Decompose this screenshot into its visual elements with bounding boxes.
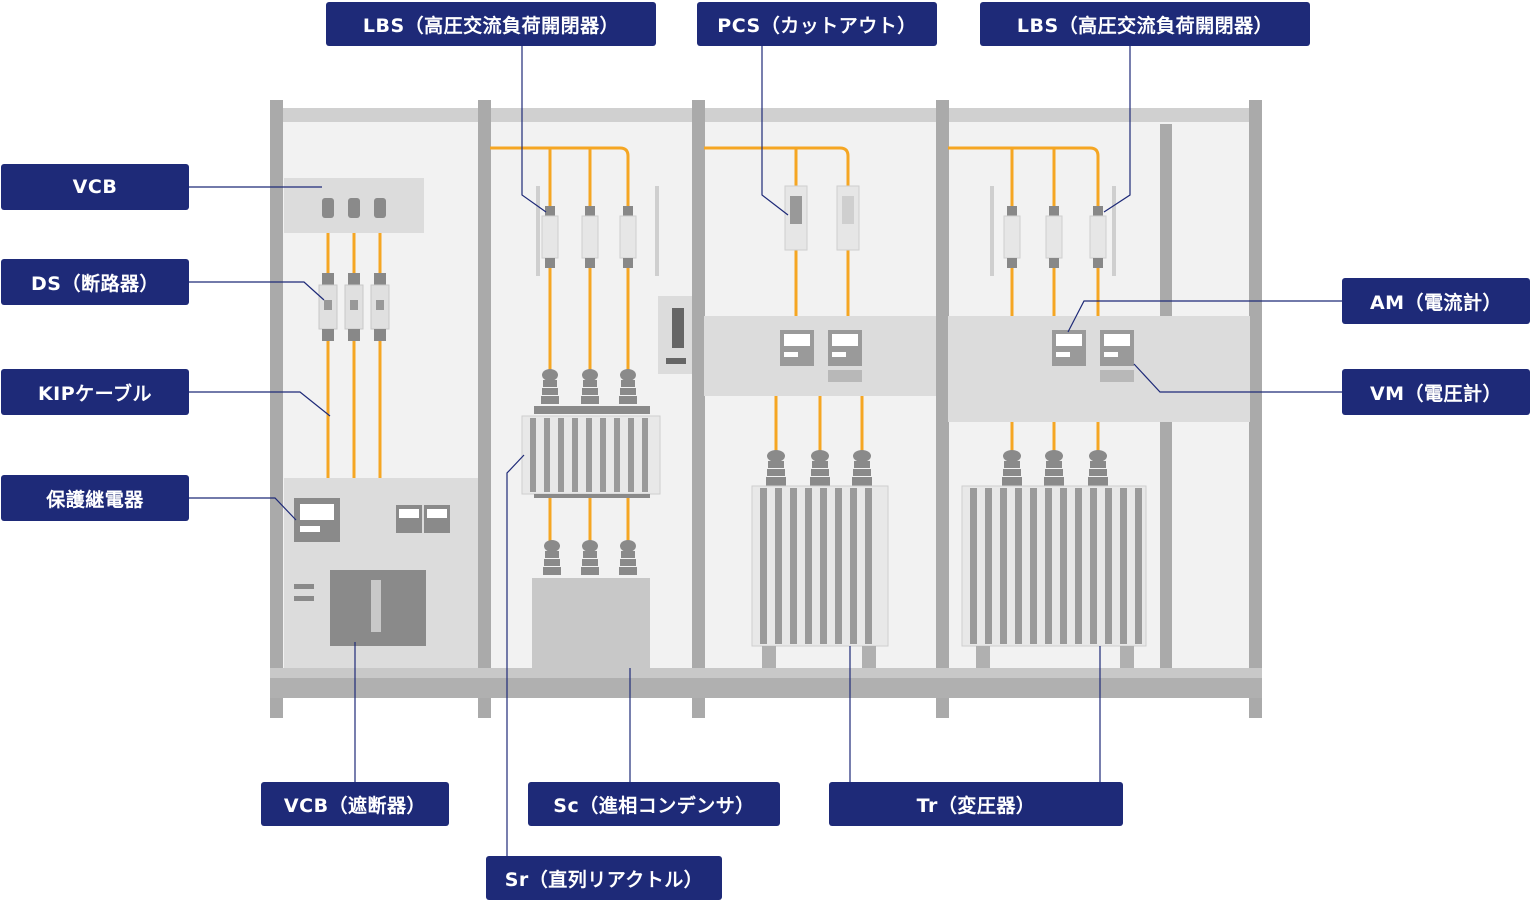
series-reactor <box>521 369 661 498</box>
label-pcs: PCS（カットアウト） <box>697 2 937 46</box>
pcs-cutouts <box>784 185 860 251</box>
meter-panel-4 <box>948 316 1250 422</box>
label-am: AM（電流計） <box>1342 278 1530 324</box>
lbs-right-switches <box>990 186 1116 276</box>
label-kip-cable: KIPケーブル <box>1 369 189 415</box>
meter-panel-3 <box>704 316 936 396</box>
transformer-left <box>751 450 889 668</box>
label-sr: Sr（直列リアクトル） <box>486 856 722 900</box>
label-protective-relay: 保護継電器 <box>1 475 189 521</box>
cabinet-frame <box>270 100 1262 718</box>
relay-panel <box>284 478 478 668</box>
label-tr: Tr（変圧器） <box>829 782 1123 826</box>
capacitor <box>532 540 650 668</box>
label-ds: DS（断路器） <box>1 259 189 305</box>
label-vm: VM（電圧計） <box>1342 369 1530 415</box>
label-lbs-left: LBS（高圧交流負荷開閉器） <box>326 2 656 46</box>
label-vcb: VCB <box>1 164 189 210</box>
leader-lines <box>189 46 1342 856</box>
label-lbs-right: LBS（高圧交流負荷開閉器） <box>980 2 1310 46</box>
lbs-left-switches <box>536 186 659 276</box>
vcb-top-box <box>284 178 424 233</box>
transformer-right <box>961 450 1147 668</box>
label-vcb-breaker: VCB（遮断器） <box>261 782 449 826</box>
label-sc: Sc（進相コンデンサ） <box>528 782 780 826</box>
side-indicator <box>658 296 692 374</box>
disconnect-switches <box>318 273 390 341</box>
